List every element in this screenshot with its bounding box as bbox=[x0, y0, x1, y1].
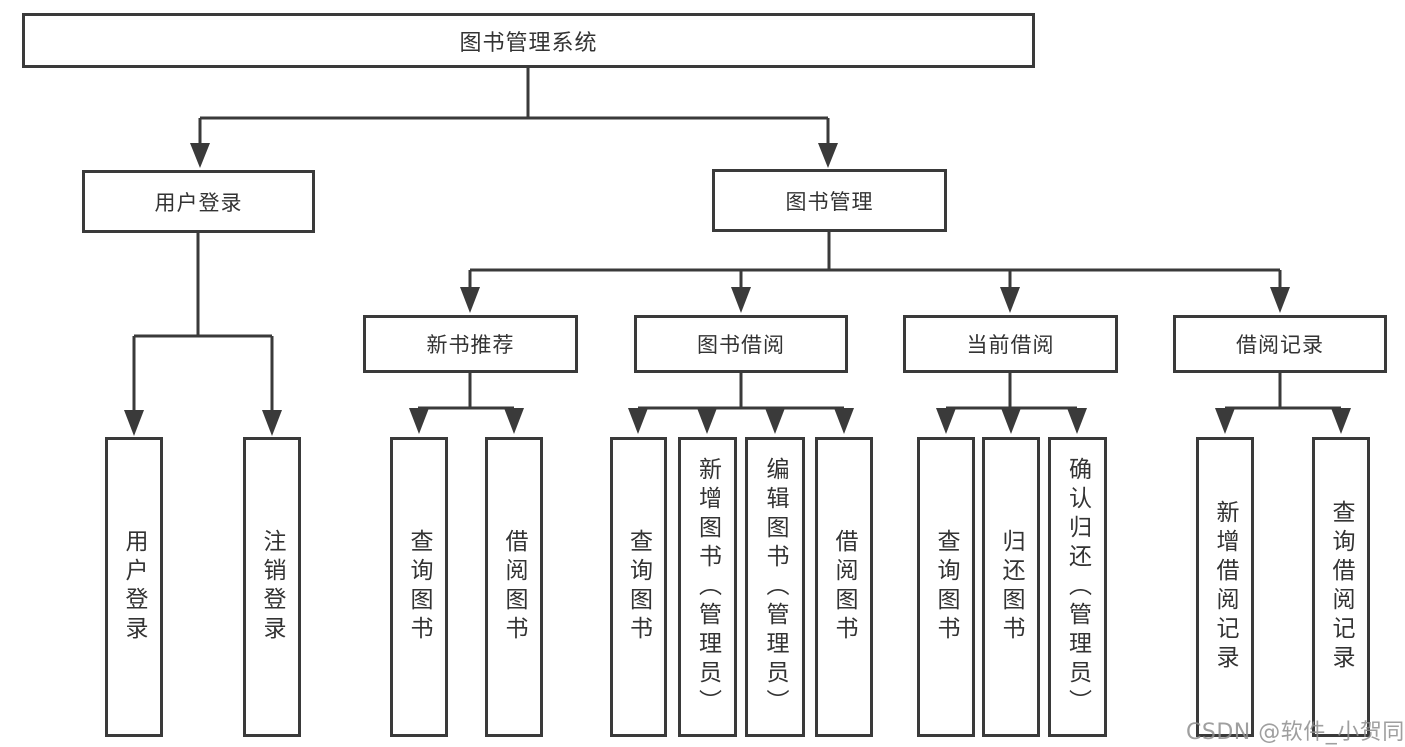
node-new-book-recommendation: 新书推荐 bbox=[363, 315, 578, 373]
connector-arrowheads bbox=[124, 143, 1351, 436]
leaf-user-login: 用户登录 bbox=[105, 437, 163, 737]
node-borrowing-records: 借阅记录 bbox=[1173, 315, 1387, 373]
leaf-query-books-current: 查询图书 bbox=[917, 437, 975, 737]
watermark-text: CSDN @软件_小贺同学 bbox=[1186, 720, 1405, 745]
leaf-edit-books-admin: 编辑图书（管理员） bbox=[745, 437, 805, 737]
leaf-add-borrow-record: 新增借阅记录 bbox=[1196, 437, 1254, 737]
leaf-query-books-recommend: 查询图书 bbox=[390, 437, 448, 737]
node-book-management: 图书管理 bbox=[712, 169, 947, 232]
node-user-login: 用户登录 bbox=[82, 170, 315, 233]
leaf-query-borrow-record: 查询借阅记录 bbox=[1312, 437, 1370, 737]
node-current-borrowing: 当前借阅 bbox=[903, 315, 1118, 373]
leaf-logout: 注销登录 bbox=[243, 437, 301, 737]
leaf-borrow-books-recommend: 借阅图书 bbox=[485, 437, 543, 737]
node-book-borrowing: 图书借阅 bbox=[634, 315, 848, 373]
leaf-return-books: 归还图书 bbox=[982, 437, 1040, 737]
leaf-add-books-admin: 新增图书（管理员） bbox=[678, 437, 737, 737]
leaf-borrow-books-borrowing: 借阅图书 bbox=[815, 437, 873, 737]
leaf-query-books-borrowing: 查询图书 bbox=[610, 437, 667, 737]
leaf-confirm-return-admin: 确认归还（管理员） bbox=[1048, 437, 1107, 737]
node-library-management-system: 图书管理系统 bbox=[22, 13, 1035, 68]
